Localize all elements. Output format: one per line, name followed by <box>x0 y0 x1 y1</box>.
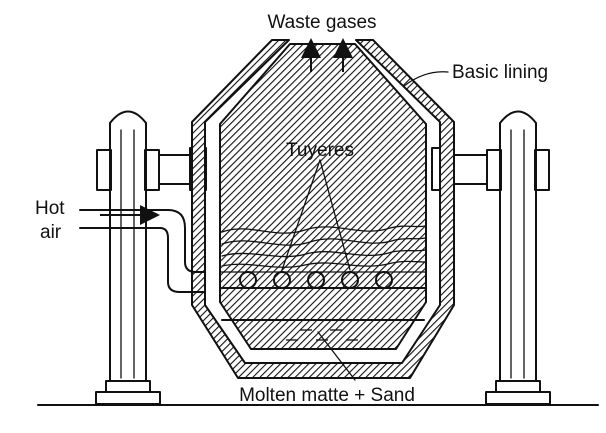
hot-label: Hot <box>35 198 65 219</box>
waste-gases-label: Waste gases <box>267 12 376 33</box>
basic-lining-label: Basic lining <box>452 62 548 83</box>
air-label: air <box>40 222 62 243</box>
tuyere-2 <box>273 271 291 289</box>
tuyeres-leader-left <box>281 159 321 271</box>
left-stand <box>95 110 207 405</box>
tuyeres-label: Tuyeres <box>286 140 354 161</box>
tuyere-5 <box>375 271 393 289</box>
hot-air-pipe <box>79 209 206 293</box>
tuyere-1 <box>239 271 257 289</box>
tuyeres-leader-right <box>319 159 351 271</box>
tuyere-3 <box>307 271 325 289</box>
molten-leader <box>317 331 356 381</box>
converter-shell <box>191 39 455 379</box>
molten-dashes <box>286 329 358 341</box>
tuyere-4 <box>341 271 359 289</box>
tuyere-circles <box>239 271 393 289</box>
molten-matte-label: Molten matte + Sand <box>239 385 415 406</box>
slag-waves <box>221 225 426 268</box>
basic-lining-leader <box>403 71 449 87</box>
